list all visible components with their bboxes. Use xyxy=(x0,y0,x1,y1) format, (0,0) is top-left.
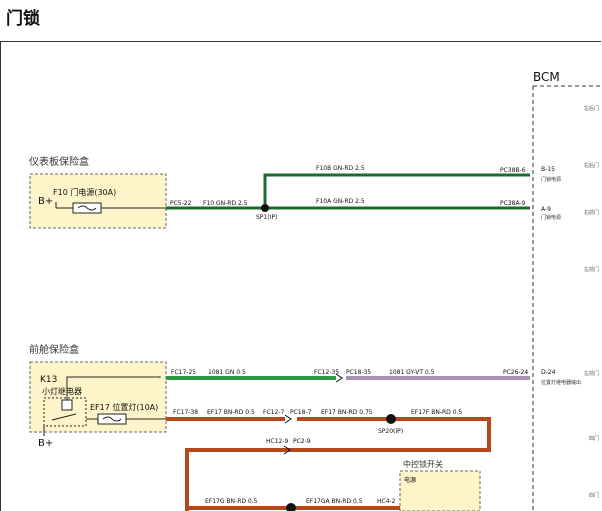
front-fuse-element xyxy=(102,416,122,422)
relay-id: K13 xyxy=(40,375,57,385)
bcm-side-label: 左前门 xyxy=(584,266,599,273)
bcm-pin-label: 门锁电源 xyxy=(541,176,561,183)
bcm-side-label: 右后门 xyxy=(584,162,599,169)
central-lock-pin-label: 电源 xyxy=(404,476,416,484)
bcm-label: BCM xyxy=(533,70,560,84)
connector-label: FC12-7 xyxy=(263,409,284,416)
wire-ef17f xyxy=(185,417,491,511)
connector-fc12-7 xyxy=(284,414,292,424)
connector-fc12-35 xyxy=(335,373,343,383)
wire-label: EF17F BN-RD 0.5 xyxy=(411,409,462,416)
panel-fusebox-label: 仪表板保险盒 xyxy=(29,155,89,168)
connector-label: PC26-24 xyxy=(503,369,528,376)
wire-label: F10A GN-RD 2.5 xyxy=(316,198,365,205)
wire-label: EF17G BN-RD 0.5 xyxy=(205,498,258,505)
connector-label: PC5-22 xyxy=(170,200,192,207)
wire-f10b xyxy=(263,173,530,208)
splice-sp20 xyxy=(386,414,396,424)
connector-label: HC12-9 xyxy=(266,438,289,445)
splice-bottom xyxy=(286,503,296,511)
bcm-pin-label: 位置灯继电器输出 xyxy=(541,379,581,386)
wire-label: EF17GA BN-RD 0.5 xyxy=(306,498,363,505)
wire-label: 1081 GN 0.5 xyxy=(208,369,246,376)
connector-hc12-9 xyxy=(283,445,291,455)
wire-label: EF17 BN-RD 0.75 xyxy=(321,409,373,416)
connector-label: PC18-35 xyxy=(346,369,371,376)
bcm-side-label: 四门 xyxy=(589,435,599,442)
relay-name: 小灯继电器 xyxy=(42,386,82,396)
connector-label: PC38A-9 xyxy=(500,200,526,207)
bcm-side-label: 右前门 xyxy=(584,209,599,216)
diagram-frame xyxy=(0,41,601,511)
connector-label: PC18-7 xyxy=(290,409,312,416)
connector-label: PC2-9 xyxy=(293,438,311,445)
wire-label: EF17 BN-RD 0.5 xyxy=(207,409,255,416)
page-title: 门锁 xyxy=(6,9,40,29)
splice-label: SP20(IP) xyxy=(378,428,403,435)
connector-label: HC4-2 xyxy=(377,498,396,505)
panel-fuse-label: F10 门电源(30A) xyxy=(53,187,116,197)
relay-outline xyxy=(43,397,87,427)
bcm-pin-label: 门锁电源 xyxy=(541,214,561,221)
front-fuse-label: EF17 位置灯(10A) xyxy=(90,402,158,412)
bcm-pin: B-15 xyxy=(541,166,555,173)
bcm-side-label: 左后门 xyxy=(584,105,599,112)
connector-label: FC17-25 xyxy=(171,369,196,376)
splice-sp1 xyxy=(261,204,269,212)
connector-label: FC12-35 xyxy=(314,369,339,376)
panel-supply-label: B+ xyxy=(38,196,53,207)
connector-label: FC17-38 xyxy=(173,409,198,416)
front-fusebox-label: 前舱保险盒 xyxy=(29,343,79,356)
front-supply-label: B+ xyxy=(38,438,53,449)
relay-contact xyxy=(51,413,77,421)
splice-label: SP1(IP) xyxy=(256,214,277,221)
panel-fuse-element xyxy=(77,205,97,211)
bcm-side-label: 左前门 xyxy=(584,370,599,377)
central-lock-label: 中控锁开关 xyxy=(403,459,443,469)
bcm-pin: A-9 xyxy=(541,206,551,213)
wire-label: 1081 GY-VT 0.5 xyxy=(389,369,435,376)
bcm-side-label: 四门 xyxy=(589,492,599,499)
wire-label: F10 GN-RD 2.5 xyxy=(203,200,248,207)
panel-fusebox xyxy=(29,173,167,229)
relay-coil-lead xyxy=(66,376,161,400)
relay-coil xyxy=(61,399,73,411)
bcm-pin: D-24 xyxy=(541,369,556,376)
wire-label: F10B GN-RD 2.5 xyxy=(316,165,365,172)
connector-label: PC38B-6 xyxy=(500,167,526,174)
central-lock-switch xyxy=(399,470,481,511)
